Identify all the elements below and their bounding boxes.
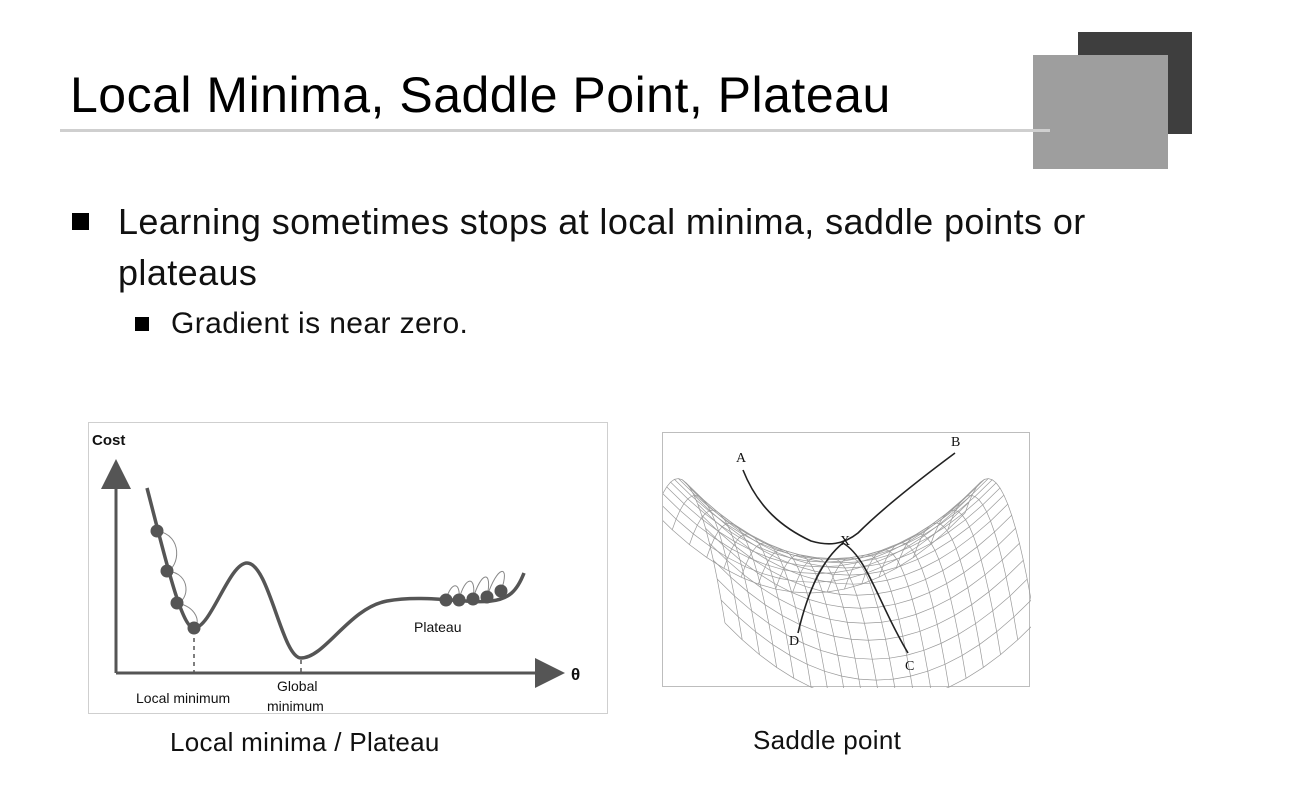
mesh-line (693, 494, 1005, 576)
y-axis-label: Cost (92, 432, 125, 449)
mesh-line (654, 478, 726, 624)
local-minimum-label: Local minimum (136, 690, 230, 706)
gradient-step-ball (187, 621, 201, 635)
mesh-line (716, 578, 1028, 660)
plateau-ball (452, 593, 466, 607)
gradient-step-ball (160, 564, 174, 578)
mesh-line (964, 478, 1036, 624)
sub-bullet-text: Gradient is near zero. (171, 307, 469, 340)
gradient-step-ball (170, 596, 184, 610)
saddle-surface-svg: A B X C D (654, 435, 1036, 704)
plateau-ball (439, 593, 453, 607)
mesh-line (689, 487, 1001, 569)
caption-saddle-point: Saddle point (753, 725, 902, 755)
mesh-line (678, 478, 989, 559)
bounce-arc (486, 570, 505, 598)
mesh-line (930, 509, 1001, 655)
cost-curve-svg: Cost θ Plateau Local minimum Global mini… (92, 432, 580, 714)
global-minimum-label-line2: minimum (267, 698, 324, 714)
saddle-valley-curve (797, 542, 909, 654)
plateau-ball (480, 590, 494, 604)
mesh-line (758, 549, 829, 695)
mesh-line (689, 509, 760, 655)
cost-curve-figure: Cost θ Plateau Local minimum Global mini… (88, 422, 608, 714)
plateau-ball (494, 584, 508, 598)
saddle-label-a: A (736, 451, 747, 466)
mesh-line (685, 482, 997, 564)
plateau-ball (466, 592, 480, 606)
saddle-label-b: B (951, 435, 960, 450)
title-rule (60, 129, 1050, 132)
mesh-line (674, 479, 985, 560)
saddle-label-d: D (789, 634, 799, 649)
saddle-mesh (654, 478, 1036, 704)
saddle-point-figure: A B X C D (654, 432, 1036, 704)
mesh-line (662, 493, 974, 574)
mesh-line (671, 494, 743, 640)
decor-square-light (1033, 55, 1168, 169)
global-minimum-label-line1: Global (277, 678, 317, 694)
saddle-label-c: C (905, 659, 914, 674)
plateau-label: Plateau (414, 619, 461, 635)
sub-bullet-square-icon (135, 317, 149, 331)
mesh-line (706, 522, 778, 668)
mesh-line (723, 533, 795, 679)
gradient-step-ball (150, 524, 164, 538)
mesh-line (913, 522, 984, 668)
bullet-text: Learning sometimes stops at local minima… (118, 201, 1086, 293)
bounce-arc (472, 576, 490, 600)
bullet-square-icon (72, 213, 89, 230)
mesh-line (709, 542, 1020, 624)
caption-local-minima: Local minima / Plateau (170, 727, 440, 757)
mesh-line (713, 559, 1024, 641)
x-axis-label: θ (571, 665, 580, 684)
mesh-line (670, 481, 981, 563)
cost-curve (145, 487, 526, 660)
mesh-line (705, 527, 1016, 609)
mesh-line (720, 599, 1032, 681)
slide-title: Local Minima, Saddle Point, Plateau (70, 67, 891, 123)
saddle-label-x: X (840, 534, 850, 549)
mesh-line (697, 503, 1009, 585)
mesh-line (701, 514, 1012, 596)
saddle-ridge-curve (742, 452, 956, 545)
